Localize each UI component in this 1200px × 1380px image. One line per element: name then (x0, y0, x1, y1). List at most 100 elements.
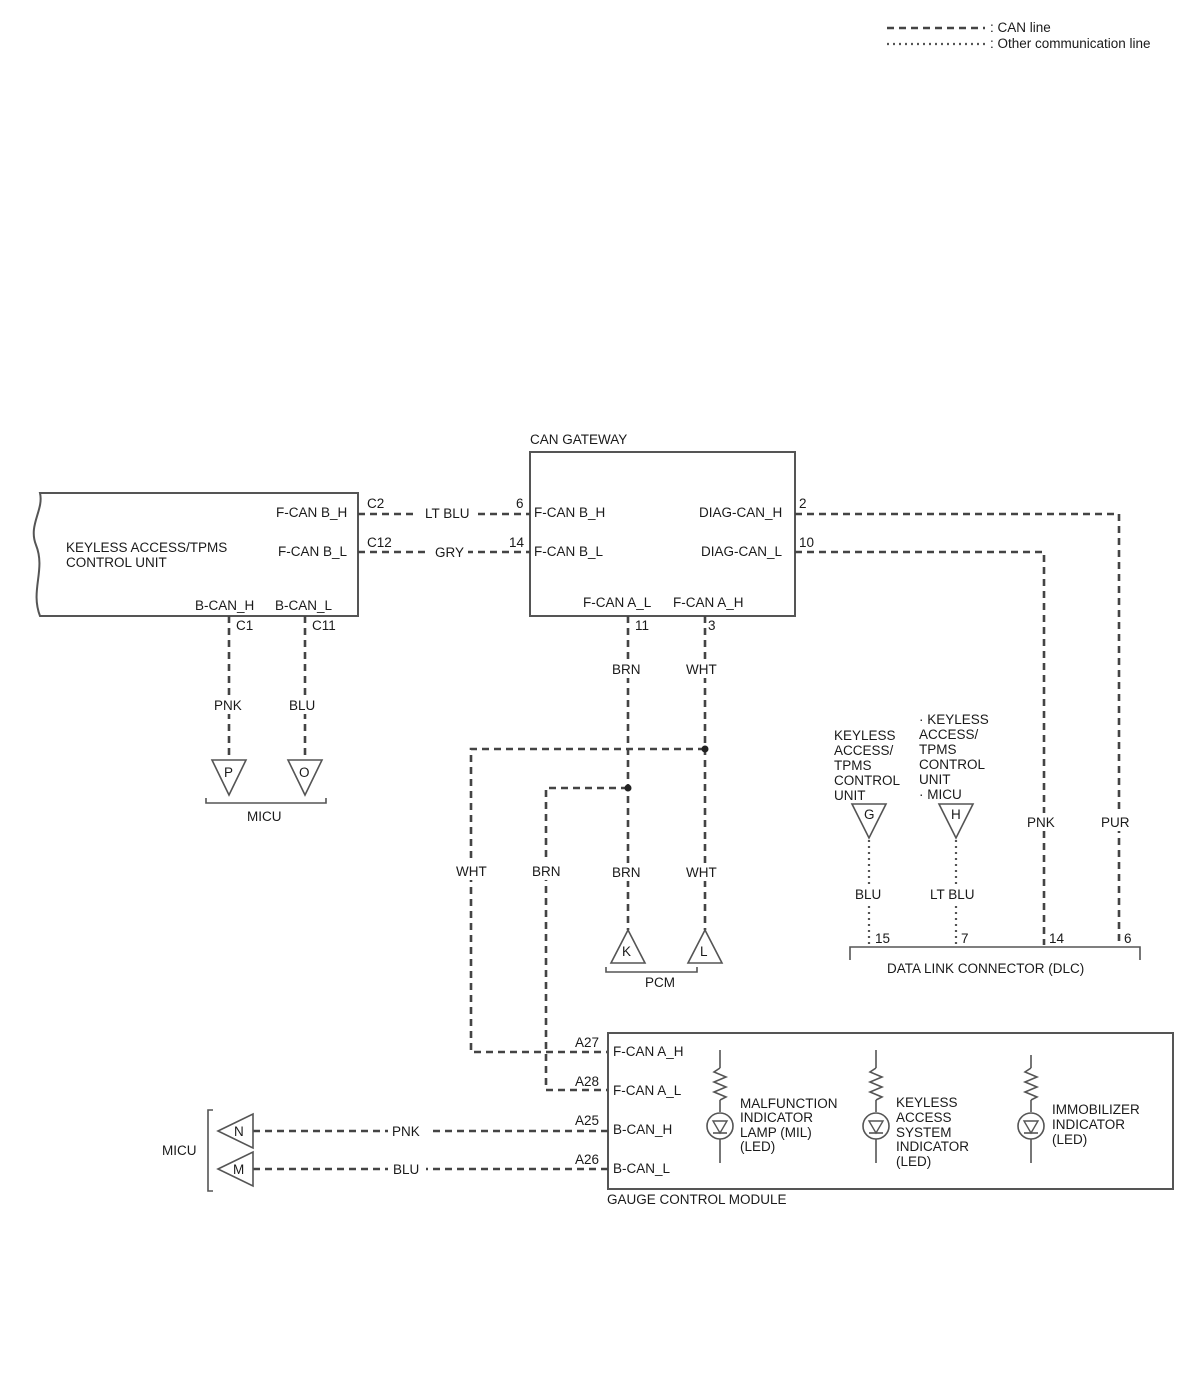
dlc-g-line3: TPMS (834, 758, 872, 773)
triangle-label-l: L (700, 944, 708, 959)
dlc: 15 7 14 6 DATA LINK CONNECTOR (DLC) (849, 931, 1141, 976)
gateway-pin-14: 14 (509, 535, 525, 550)
gauge-pin-a26: A26 (575, 1152, 599, 1167)
gauge-box (607, 1032, 1174, 1190)
kas-line3: SYSTEM (896, 1125, 952, 1140)
dlc-h-line1: · KEYLESS (919, 712, 989, 727)
label-bg-pnk-micu (210, 696, 248, 714)
micu-top-bracket (205, 798, 327, 804)
gateway-fcan-ah: F-CAN A_H (673, 595, 744, 610)
keyless-pin-c11: C11 (312, 618, 336, 633)
keyless-bcan-l: B-CAN_L (275, 598, 333, 613)
wire-label-lt-blu: LT BLU (425, 506, 470, 521)
wire-label-wht-pcm: WHT (686, 865, 717, 880)
keyless-unit-box (32, 492, 359, 617)
wire-label-pnk-gauge: PNK (392, 1124, 420, 1139)
legend: : CAN line : Other communication line (887, 20, 1151, 51)
label-bg-pnk-dlc (1024, 813, 1062, 831)
wire-label-wht-left: WHT (456, 864, 487, 879)
pcm-bracket (605, 967, 698, 973)
can-gateway: CAN GATEWAY F-CAN B_H F-CAN B_L DIAG-CAN… (509, 432, 814, 633)
dlc-h-line3: TPMS (919, 742, 957, 757)
wire-wht-to-gauge (469, 747, 705, 1054)
diag-wires: PNK PUR (795, 512, 1135, 945)
connector-triangle-g (850, 803, 888, 840)
gauge-pin-a25: A25 (575, 1113, 599, 1128)
connector-triangle-p (210, 759, 248, 797)
triangle-label-h: H (951, 807, 961, 822)
triangle-label-m: M (233, 1162, 244, 1177)
dlc-g-line2: ACCESS/ (834, 743, 894, 758)
label-bg-pur-dlc (1099, 813, 1135, 831)
wire-label-brn-top: BRN (612, 662, 641, 677)
label-bg-ltblu (418, 504, 476, 522)
gauge-bcan-l: B-CAN_L (613, 1161, 671, 1176)
gauge-fcan-ah: F-CAN A_H (613, 1044, 684, 1059)
gateway-fcan-al: F-CAN A_L (583, 595, 652, 610)
gateway-title: CAN GATEWAY (530, 432, 627, 447)
pcm: K L PCM (605, 928, 724, 990)
gateway-fcan-bl: F-CAN B_L (534, 544, 604, 559)
connector-triangle-m (216, 1150, 254, 1188)
gauge-pin-a27: A27 (575, 1035, 599, 1050)
wire-label-ltblu-dlc: LT BLU (930, 887, 975, 902)
label-bg-blu-gauge (388, 1160, 426, 1178)
legend-can-label: : CAN line (990, 20, 1051, 35)
gauge-bcan-wires: PNK BLU (253, 1122, 608, 1178)
keyless-control-unit: KEYLESS ACCESS/TPMS CONTROL UNIT F-CAN B… (32, 492, 392, 633)
wire-label-pnk-micu: PNK (214, 698, 242, 713)
kas-line1: KEYLESS (896, 1095, 958, 1110)
keyless-bcan-wires: PNK BLU (210, 616, 322, 760)
wire-brn-to-gauge (544, 786, 628, 1092)
gateway-box (529, 451, 796, 617)
keyless-title-line2: CONTROL UNIT (66, 555, 167, 570)
wire-label-blu-dlc: BLU (855, 887, 881, 902)
gauge-pin-a28: A28 (575, 1074, 599, 1089)
pcm-label: PCM (645, 975, 675, 990)
label-bg-blu-dlc (852, 885, 886, 903)
triangle-label-o: O (299, 765, 310, 780)
wire-label-gry: GRY (435, 545, 464, 560)
legend-other-label: : Other communication line (990, 36, 1151, 51)
dlc-h-line4: CONTROL (919, 757, 985, 772)
gateway-diag-h: DIAG-CAN_H (699, 505, 782, 520)
gauge-control-module: GAUGE CONTROL MODULE F-CAN A_H F-CAN A_L… (575, 1032, 1174, 1207)
mil-led-icon (706, 1050, 734, 1163)
gateway-fcan-bh: F-CAN B_H (534, 505, 605, 520)
mil-line2: INDICATOR (740, 1110, 813, 1125)
mil-line3: LAMP (MIL) (740, 1125, 812, 1140)
imm-line1: IMMOBILIZER (1052, 1102, 1140, 1117)
dlc-label: DATA LINK CONNECTOR (DLC) (887, 961, 1084, 976)
micu-bottom-bracket (207, 1109, 213, 1192)
connector-triangle-l (686, 928, 724, 964)
wire-label-pur-dlc: PUR (1101, 815, 1130, 830)
micu-bottom: N M MICU (162, 1109, 254, 1192)
kas-line4: INDICATOR (896, 1139, 969, 1154)
connector-triangle-o (286, 759, 324, 797)
dlc-g-line4: CONTROL (834, 773, 900, 788)
imm-line2: INDICATOR (1052, 1117, 1125, 1132)
keyless-indicator-led-icon (862, 1050, 890, 1163)
imm-line3: (LED) (1052, 1132, 1087, 1147)
keyless-pin-c1: C1 (236, 618, 253, 633)
keyless-fcan-bl: F-CAN B_L (278, 544, 348, 559)
dlc-bracket (849, 946, 1141, 960)
triangle-label-n: N (234, 1124, 244, 1139)
fcan-a-wires: BRN WHT BRN WHT WHT BRN (452, 616, 726, 1092)
triangle-label-k: K (622, 944, 631, 959)
splice-wht (701, 745, 709, 753)
label-bg-wht-top (684, 660, 726, 678)
label-bg-ltblu-dlc (927, 885, 981, 903)
micu-top-label: MICU (247, 809, 282, 824)
triangle-label-p: P (224, 765, 233, 780)
keyless-pin-c12: C12 (367, 535, 392, 550)
gateway-pin-10: 10 (799, 535, 814, 550)
label-bg-pnk-gauge (388, 1122, 428, 1140)
immobilizer-led-icon (1017, 1055, 1045, 1163)
keyless-pin-c2: C2 (367, 496, 384, 511)
dlc-other-lines: KEYLESS ACCESS/ TPMS CONTROL UNIT · KEYL… (834, 712, 989, 945)
gauge-fcan-al: F-CAN A_L (613, 1083, 682, 1098)
keyless-fcan-bh: F-CAN B_H (276, 505, 347, 520)
fcan-b-wires: LT BLU GRY (358, 504, 530, 561)
